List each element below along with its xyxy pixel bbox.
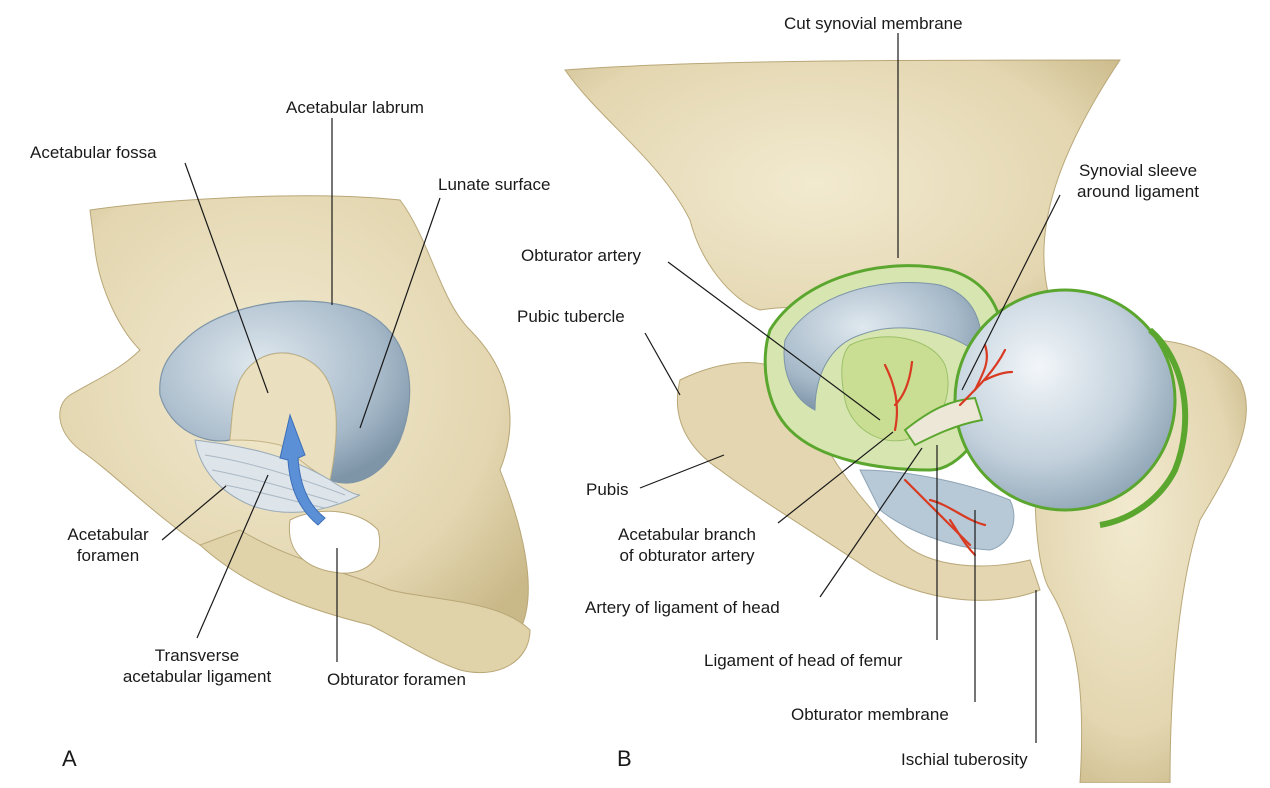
label-ligament-head-femur: Ligament of head of femur [704,651,903,670]
transverse-ligament-a [194,439,361,513]
panel-label-a: A [62,746,77,771]
label-acetabular-branch-line1: Acetabular branch [618,525,756,544]
label-acetabular-foramen: Acetabular foramen [48,524,168,566]
label-lunate-surface: Lunate surface [438,175,551,194]
label-cut-synovial-membrane: Cut synovial membrane [784,14,963,33]
label-acetabular-foramen-line2: foramen [76,546,140,565]
label-transverse-line2: acetabular ligament [122,667,272,686]
label-transverse-line1: Transverse [154,646,240,665]
head-synovial-cuff-b [1099,327,1189,528]
label-acetabular-labrum: Acetabular labrum [286,98,424,117]
obturator-foramen-a [288,510,381,574]
arteries-b [883,343,1014,557]
label-acetabular-branch-line2: of obturator artery [619,546,755,565]
label-pubis: Pubis [586,480,629,499]
label-obturator-foramen: Obturator foramen [327,670,466,689]
panel-a-illustration [59,195,531,674]
acetabular-cartilage-b [783,282,982,411]
label-obturator-artery: Obturator artery [521,246,641,265]
label-artery-ligament-head: Artery of ligament of head [585,598,780,617]
label-obturator-membrane: Obturator membrane [791,705,949,724]
label-synovial-sleeve-line2: around ligament [1077,182,1199,201]
label-ischial-tuberosity: Ischial tuberosity [901,750,1028,769]
femoral-head-b [953,288,1177,512]
label-acetabular-branch: Acetabular branch of obturator artery [592,524,782,566]
label-pubic-tubercle: Pubic tubercle [517,307,625,326]
panel-label-b: B [617,746,632,771]
label-acetabular-fossa: Acetabular fossa [30,143,157,162]
label-transverse-acetabular-ligament: Transverse acetabular ligament [92,645,302,687]
ligament-head-b [903,396,984,447]
label-synovial-sleeve: Synovial sleeve around ligament [1048,160,1228,202]
label-synovial-sleeve-line1: Synovial sleeve [1078,161,1198,180]
ramus-a [199,529,531,674]
label-acetabular-foramen-line1: Acetabular [67,525,149,544]
leader-lines [161,33,1061,743]
foramen-arrow-a [279,413,326,526]
